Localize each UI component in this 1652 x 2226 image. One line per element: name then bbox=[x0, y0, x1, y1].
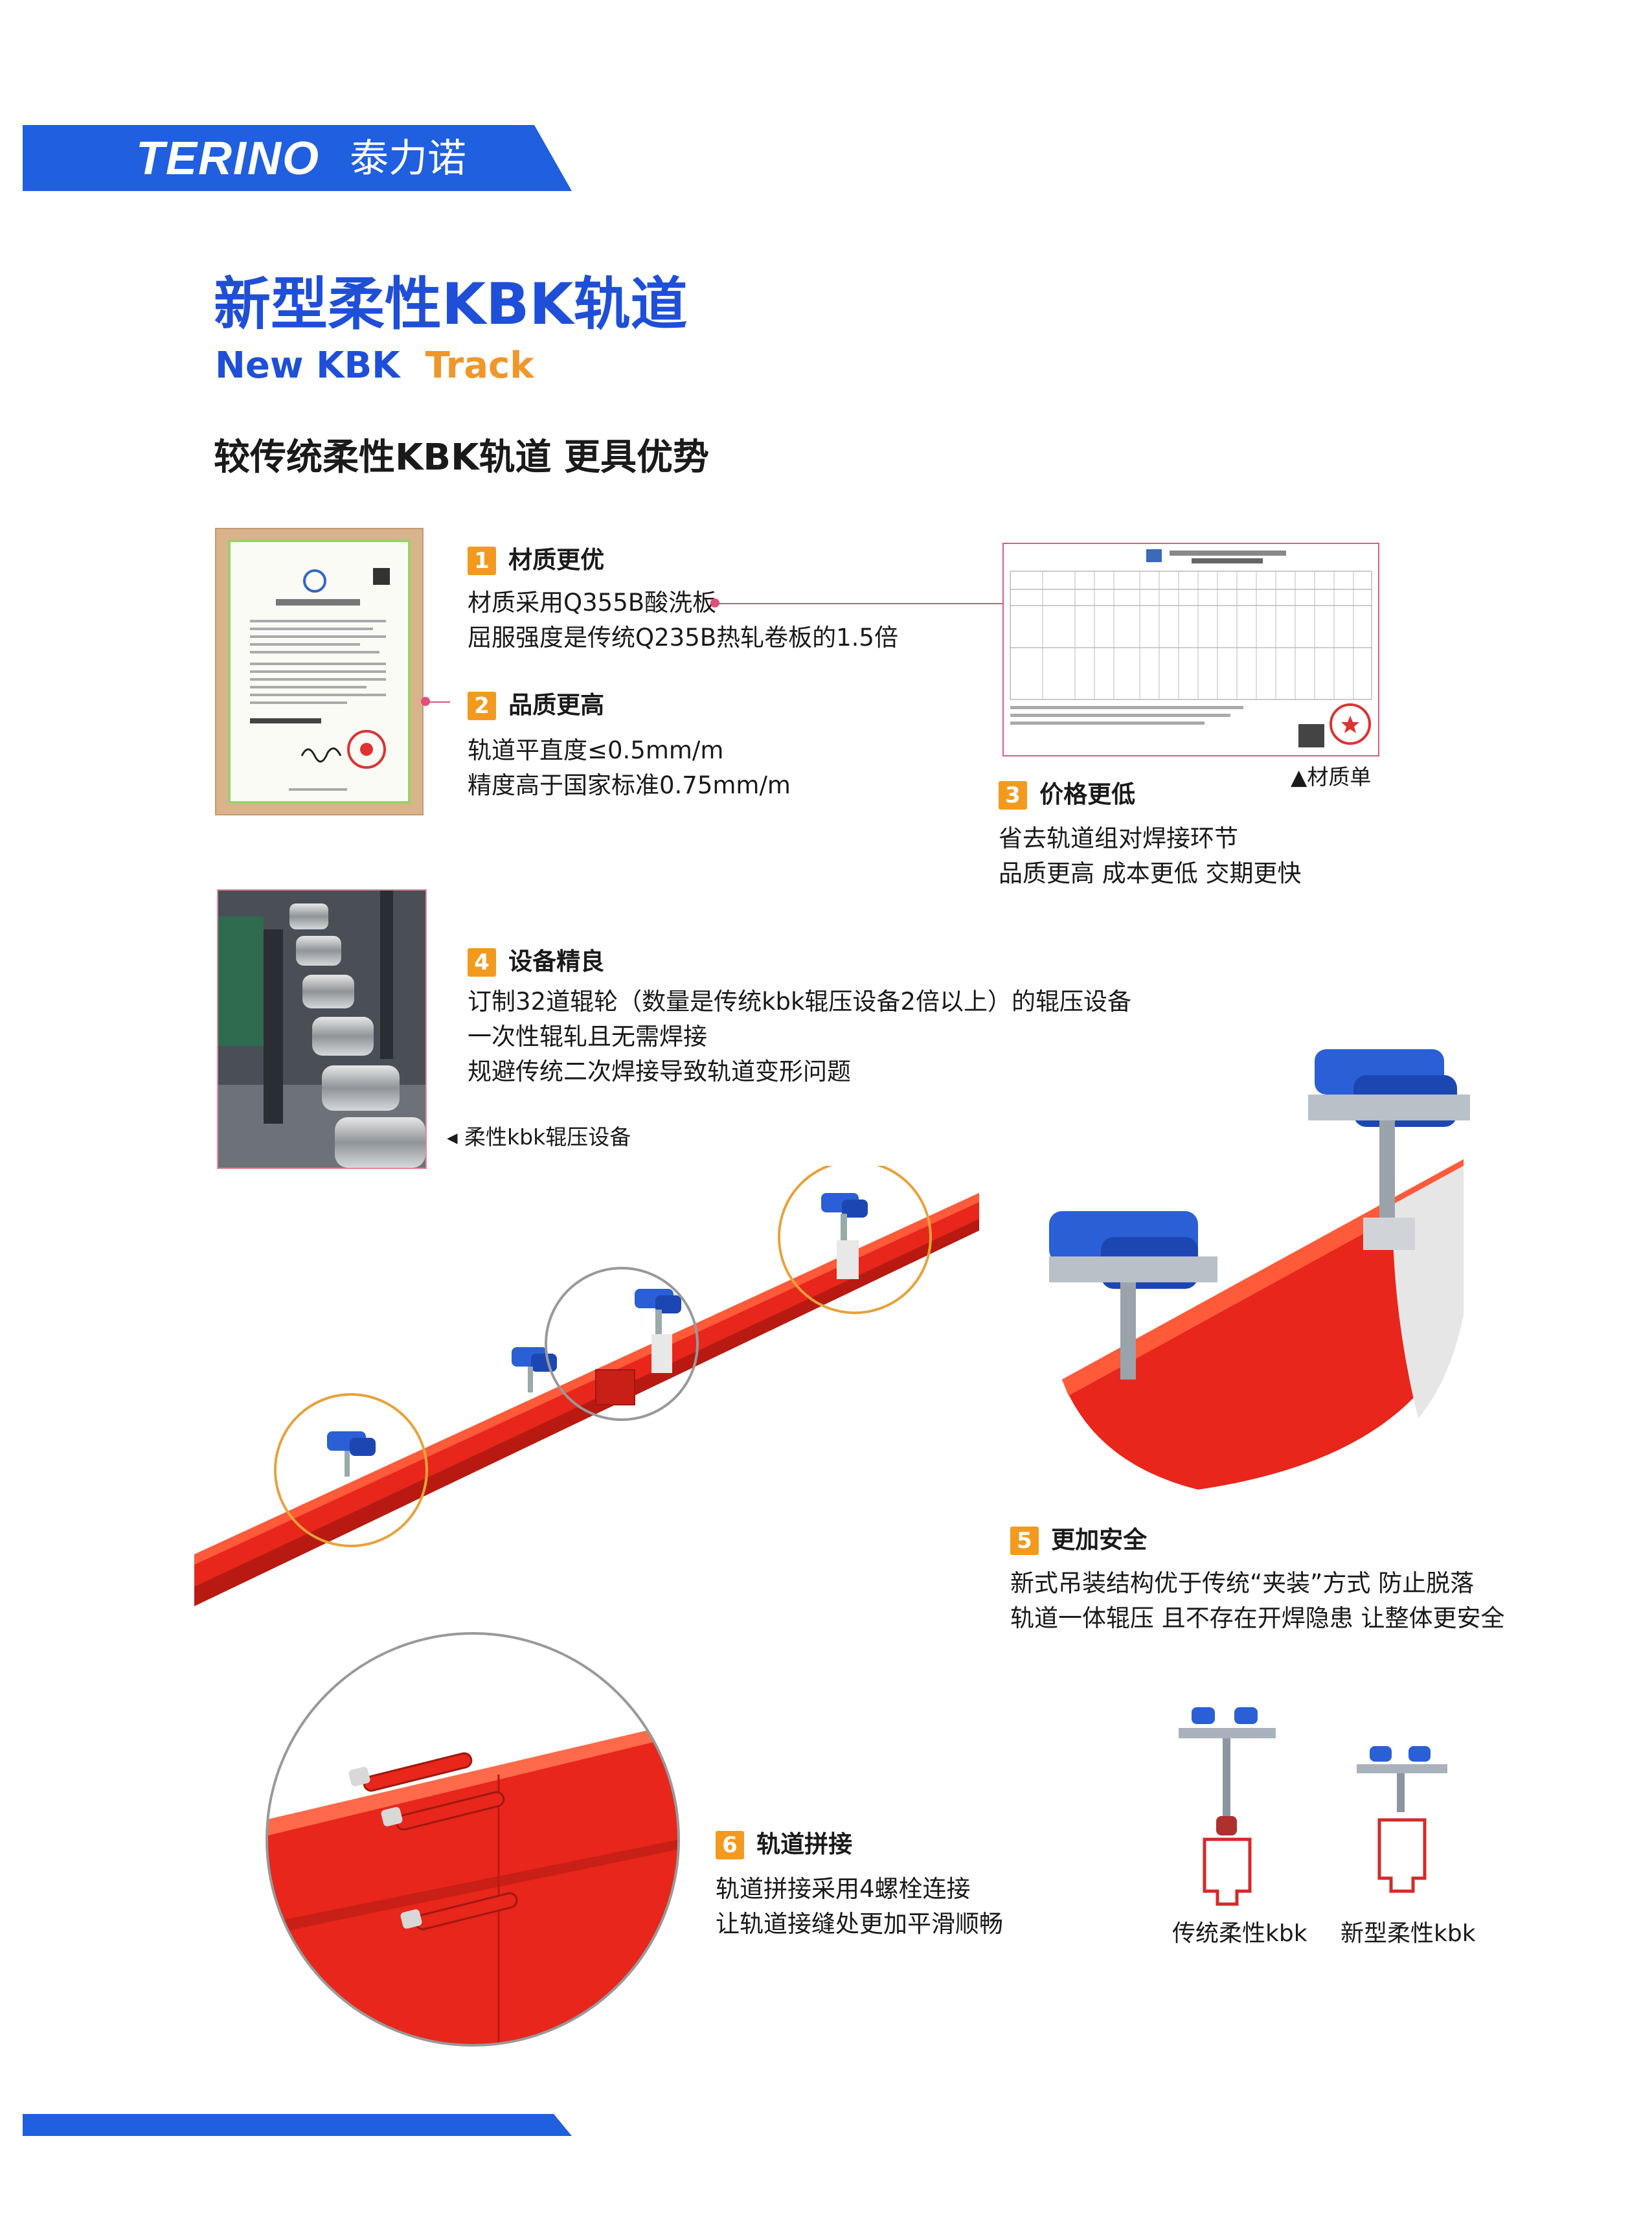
feature-4-line-3: 规避传统二次焊接导致轨道变形问题 bbox=[468, 1058, 851, 1085]
header-banner bbox=[23, 125, 572, 191]
feature-3-line-2: 品质更高 成本更低 交期更快 bbox=[999, 859, 1302, 887]
roller-caption: ◂ 柔性kbk辊压设备 bbox=[447, 1124, 631, 1150]
feature-5-line-1: 新式吊装结构优于传统“夹装”方式 防止脱落 bbox=[1010, 1569, 1475, 1597]
feature-3-desc: 省去轨道组对焊接环节 品质更高 成本更低 交期更快 bbox=[999, 821, 1302, 891]
kbk-track-illustration bbox=[194, 1166, 979, 1606]
connector-line-2 bbox=[424, 701, 450, 703]
connector-dot-2 bbox=[421, 697, 430, 706]
connector-dot-1 bbox=[710, 598, 719, 608]
hanger-4 bbox=[821, 1193, 868, 1279]
roller-equipment-graphic bbox=[218, 891, 425, 1168]
feature-3-line-1: 省去轨道组对焊接环节 bbox=[999, 824, 1238, 852]
feature-1-number: 1 bbox=[468, 547, 496, 575]
feature-1-line-2: 屈服强度是传统Q235B热轧卷板的1.5倍 bbox=[468, 624, 898, 652]
feature-3-title: 价格更低 bbox=[1039, 780, 1136, 808]
splice-bolt-3 bbox=[400, 1892, 518, 1931]
feature-4-number: 4 bbox=[468, 948, 496, 977]
feature-4: 4 设备精良 bbox=[468, 947, 604, 977]
hanger-closeup-illustration bbox=[1049, 1049, 1470, 1490]
feature-5-desc: 新式吊装结构优于传统“夹装”方式 防止脱落 轨道一体辊压 且不存在开焊隐患 让整… bbox=[1010, 1566, 1505, 1636]
section-subtitle: 较传统柔性KBK轨道 更具优势 bbox=[214, 437, 709, 479]
traditional-kbk-label: 传统柔性kbk bbox=[1172, 1920, 1307, 1947]
feature-5-title: 更加安全 bbox=[1051, 1526, 1148, 1554]
brand-logo-en: TERINO bbox=[136, 133, 321, 185]
splice-bolt-1 bbox=[348, 1752, 473, 1792]
roller-equipment-photo bbox=[217, 889, 427, 1169]
report-caption: ▲材质单 bbox=[1291, 764, 1372, 789]
feature-4-line-1: 订制32道辊轮（数量是传统kbk辊压设备2倍以上）的辊压设备 bbox=[468, 988, 1131, 1016]
traditional-kbk-diagram bbox=[1179, 1707, 1276, 1906]
feature-6-line-1: 轨道拼接采用4螺栓连接 bbox=[716, 1875, 971, 1903]
feature-6-line-2: 让轨道接缝处更加平滑顺畅 bbox=[716, 1910, 1003, 1938]
connector-line-1 bbox=[716, 603, 1010, 604]
page-title: 新型柔性KBK轨道 bbox=[214, 271, 688, 337]
new-kbk-diagram bbox=[1357, 1746, 1447, 1893]
feature-2: 2 品质更高 bbox=[468, 690, 604, 720]
feature-5-number: 5 bbox=[1010, 1527, 1039, 1555]
hanger-1 bbox=[327, 1431, 376, 1477]
feature-6-number: 6 bbox=[716, 1831, 744, 1859]
feature-1-desc: 材质采用Q355B酸洗板 屈服强度是传统Q235B热轧卷板的1.5倍 bbox=[468, 585, 898, 655]
closeup-trolley-right bbox=[1308, 1049, 1470, 1250]
feature-1-line-1: 材质采用Q355B酸洗板 bbox=[468, 589, 717, 617]
material-report-graphic bbox=[1010, 549, 1372, 747]
feature-4-title: 设备精良 bbox=[508, 948, 605, 975]
material-report-image bbox=[1002, 543, 1379, 756]
feature-5-line-2: 轨道一体辊压 且不存在开焊隐患 让整体更安全 bbox=[1010, 1604, 1505, 1632]
feature-6-title: 轨道拼接 bbox=[756, 1830, 853, 1858]
page-title-en-part2: Track bbox=[425, 345, 534, 387]
new-kbk-label: 新型柔性kbk bbox=[1341, 1920, 1476, 1947]
patent-certificate-image bbox=[215, 528, 424, 815]
feature-4-line-2: 一次性辊轧且无需焊接 bbox=[468, 1023, 707, 1051]
feature-6-desc: 轨道拼接采用4螺栓连接 让轨道接缝处更加平滑顺畅 bbox=[716, 1872, 1003, 1942]
feature-4-desc: 订制32道辊轮（数量是传统kbk辊压设备2倍以上）的辊压设备 一次性辊轧且无需焊… bbox=[468, 984, 1131, 1089]
feature-2-number: 2 bbox=[468, 692, 496, 720]
feature-1: 1 材质更优 bbox=[468, 545, 604, 575]
feature-1-title: 材质更优 bbox=[508, 546, 605, 574]
feature-6: 6 轨道拼接 bbox=[716, 1830, 852, 1859]
feature-3-number: 3 bbox=[999, 781, 1027, 810]
footer-bar bbox=[23, 2114, 572, 2136]
page-title-en-part1: New KBK bbox=[215, 345, 400, 387]
closeup-trolley-left bbox=[1049, 1211, 1217, 1380]
feature-3: 3 价格更低 bbox=[999, 780, 1135, 810]
certificate-content-graphic bbox=[250, 568, 390, 791]
brand-logo-cn: 泰力诺 bbox=[350, 136, 466, 181]
feature-2-desc: 轨道平直度≤0.5mm/m 精度高于国家标准0.75mm/m bbox=[468, 733, 791, 803]
feature-5: 5 更加安全 bbox=[1010, 1525, 1147, 1555]
splice-bolt-2 bbox=[381, 1791, 505, 1831]
feature-2-line-1: 轨道平直度≤0.5mm/m bbox=[468, 736, 724, 764]
page-title-en: New KBK Track bbox=[215, 343, 534, 389]
splice-closeup-illustration bbox=[266, 1632, 680, 2047]
feature-2-title: 品质更高 bbox=[508, 691, 605, 719]
hanger-3 bbox=[635, 1289, 681, 1373]
feature-2-line-2: 精度高于国家标准0.75mm/m bbox=[468, 771, 791, 799]
